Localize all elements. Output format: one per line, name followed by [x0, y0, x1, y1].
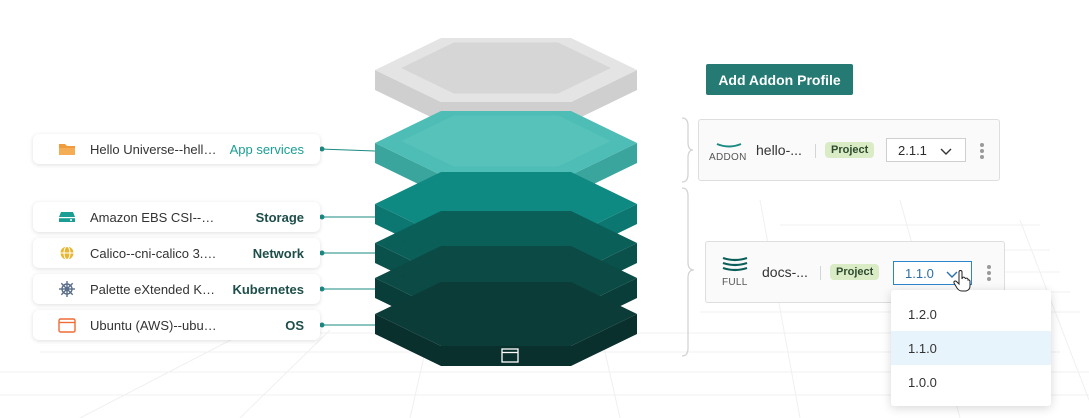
project-badge: Project	[825, 142, 875, 158]
divider	[815, 144, 816, 158]
layer-type: Network	[252, 245, 304, 261]
profile-card-addon[interactable]: ADDON hello-... Project 2.1.1	[698, 119, 1000, 181]
folder-icon	[55, 142, 79, 156]
profile-kind: ADDON	[709, 152, 747, 163]
os-layer-side-right	[571, 314, 637, 366]
empty-layer-inset	[401, 42, 611, 94]
profile-card-full[interactable]: FULL docs-... Project 1.1.0	[705, 241, 1005, 303]
layer-type: App services	[229, 141, 304, 157]
version-value: 1.1.0	[905, 265, 934, 281]
empty-layer-side-right	[571, 70, 637, 122]
app-services-layer-inset	[401, 115, 611, 167]
project-badge: Project	[830, 264, 880, 280]
divider	[820, 266, 821, 280]
window-icon	[55, 317, 79, 333]
version-select[interactable]: 2.1.1	[886, 138, 966, 162]
version-option-selected[interactable]: 1.1.0	[891, 331, 1051, 365]
chevron-down-icon	[940, 148, 952, 155]
version-dropdown-menu: 1.2.0 1.1.0 1.0.0	[891, 290, 1051, 406]
layer-card-os[interactable]: Ubuntu (AWS)--ubuntu-aws 22.04 OS	[33, 310, 320, 340]
empty-layer-side-left	[375, 70, 441, 122]
version-value: 2.1.1	[898, 142, 927, 158]
layer-name: Hello Universe--hello-universe	[90, 141, 220, 157]
profile-name: hello-...	[756, 142, 802, 158]
os-layer-side-front	[441, 346, 571, 366]
os-layer-side-left	[375, 314, 441, 366]
layer-type: Storage	[255, 209, 304, 225]
layer-name: Ubuntu (AWS)--ubuntu-aws 22.04	[90, 317, 220, 333]
layer-card-kubernetes[interactable]: Palette eXtended Kubernetes Kubernetes	[33, 274, 320, 304]
helm-wheel-icon	[55, 280, 79, 298]
window-layer-icon	[501, 348, 519, 363]
grouping-braces	[681, 117, 695, 357]
connector-lines	[319, 146, 376, 328]
full-stack-icon	[722, 256, 748, 277]
more-options-icon[interactable]	[980, 143, 984, 161]
profile-name: docs-...	[762, 264, 808, 280]
layer-name: Palette eXtended Kubernetes	[90, 281, 220, 297]
layer-type: OS	[285, 317, 304, 333]
profile-kind: FULL	[722, 277, 748, 288]
layer-type: Kubernetes	[232, 281, 304, 297]
hand-cursor-icon	[953, 270, 971, 292]
add-addon-profile-button[interactable]: Add Addon Profile	[706, 64, 853, 95]
chevron-down-icon	[946, 271, 958, 278]
globe-icon	[55, 245, 79, 261]
layer-name: Amazon EBS CSI--csi-aws-ebs	[90, 209, 220, 225]
version-option[interactable]: 1.0.0	[908, 374, 937, 390]
version-option[interactable]: 1.2.0	[908, 306, 937, 322]
layer-card-storage[interactable]: Amazon EBS CSI--csi-aws-ebs Storage	[33, 202, 320, 232]
storage-drive-icon	[55, 211, 79, 223]
addon-stack-icon	[716, 136, 742, 154]
layer-name: Calico--cni-calico 3.31.0	[90, 245, 220, 261]
os-layer-inset	[401, 286, 611, 338]
more-options-icon[interactable]	[987, 265, 991, 283]
layer-card-network[interactable]: Calico--cni-calico 3.31.0 Network	[33, 238, 320, 268]
layer-card-app-services[interactable]: Hello Universe--hello-universe App servi…	[33, 134, 320, 164]
